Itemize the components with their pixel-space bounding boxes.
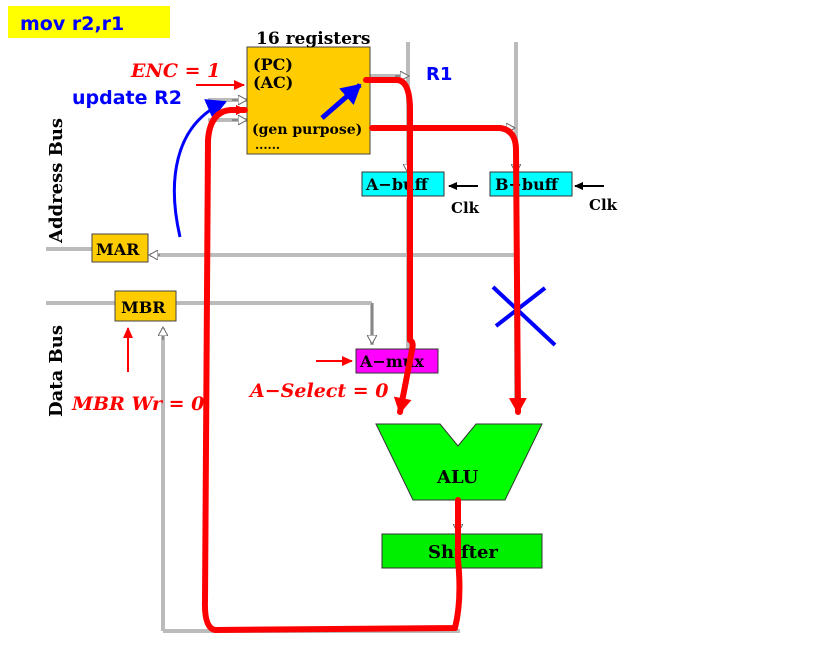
a-buff-label: A−buff xyxy=(365,175,429,194)
instruction-banner xyxy=(8,6,170,38)
enc-annotation: ENC = 1 xyxy=(130,60,220,82)
b-bus-disabled-cross xyxy=(491,285,557,347)
r1-to-r2-arrow xyxy=(320,83,362,120)
alu xyxy=(375,423,543,501)
b-buff-label: B−buff xyxy=(495,175,559,194)
register-pc: (PC) xyxy=(253,55,293,74)
register-ac: (AC) xyxy=(253,73,293,92)
update-r2-annotation: update R2 xyxy=(72,87,182,109)
update-r2-arrow xyxy=(172,99,227,238)
mar-register xyxy=(91,233,149,263)
r1-label: R1 xyxy=(426,64,452,85)
shifter xyxy=(381,533,543,569)
active-data-path xyxy=(201,77,527,633)
alu-label: ALU xyxy=(436,467,479,488)
a-select-annotation: A−Select = 0 xyxy=(248,380,389,402)
instruction-label: mov r2,r1 xyxy=(20,13,124,35)
register-dots: ...... xyxy=(255,138,280,152)
mar-label: MAR xyxy=(96,240,140,259)
mbr-wr-annotation: MBR Wr = 0 xyxy=(71,393,204,415)
register-gen-purpose: (gen purpose) xyxy=(252,122,362,138)
mbr-register xyxy=(114,290,177,322)
b-buff xyxy=(489,171,573,197)
data-bus-label: Data Bus xyxy=(46,325,67,417)
mbr-label: MBR xyxy=(121,298,166,317)
clk-b-label: Clk xyxy=(589,196,618,214)
a-buff xyxy=(361,171,445,197)
shifter-label: Shifter xyxy=(428,542,498,563)
a-mux-label: A−mux xyxy=(359,352,424,371)
address-bus-label: Address Bus xyxy=(46,118,67,244)
clk-a-label: Clk xyxy=(451,199,480,217)
registers-title: 16 registers xyxy=(256,29,370,49)
a-mux xyxy=(355,348,439,374)
